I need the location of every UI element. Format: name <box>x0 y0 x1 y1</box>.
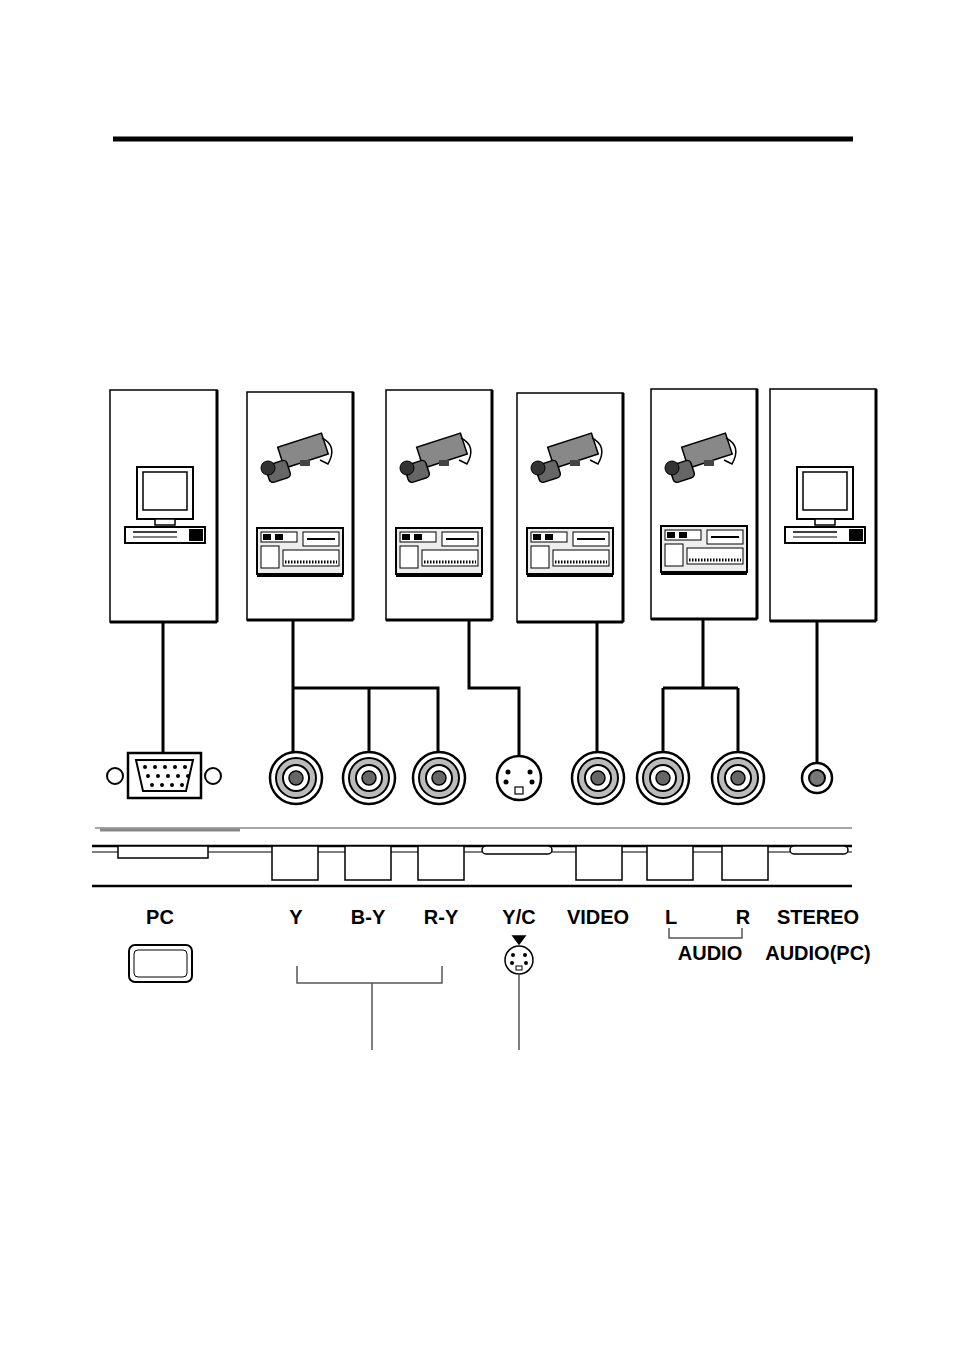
device-icons <box>125 433 865 577</box>
port-name: STEREO AUDIO(PC) <box>753 899 883 971</box>
port-name: PC <box>146 899 174 935</box>
title-rule <box>113 137 853 142</box>
port-name: R <box>736 899 750 935</box>
port-name: Y/C <box>502 899 535 935</box>
connector-row <box>107 752 832 804</box>
port-name: B-Y <box>351 899 385 935</box>
port-name: L <box>665 899 677 935</box>
cables <box>163 619 817 775</box>
box-shadows <box>110 389 876 622</box>
port-name: R-Y <box>424 899 458 935</box>
panel-symbols <box>129 928 742 1050</box>
group-name: AUDIO <box>678 935 742 971</box>
port-name: VIDEO <box>567 899 629 935</box>
port-name: Y <box>289 899 302 935</box>
panel-edge <box>92 828 852 887</box>
device-boxes <box>110 389 876 622</box>
